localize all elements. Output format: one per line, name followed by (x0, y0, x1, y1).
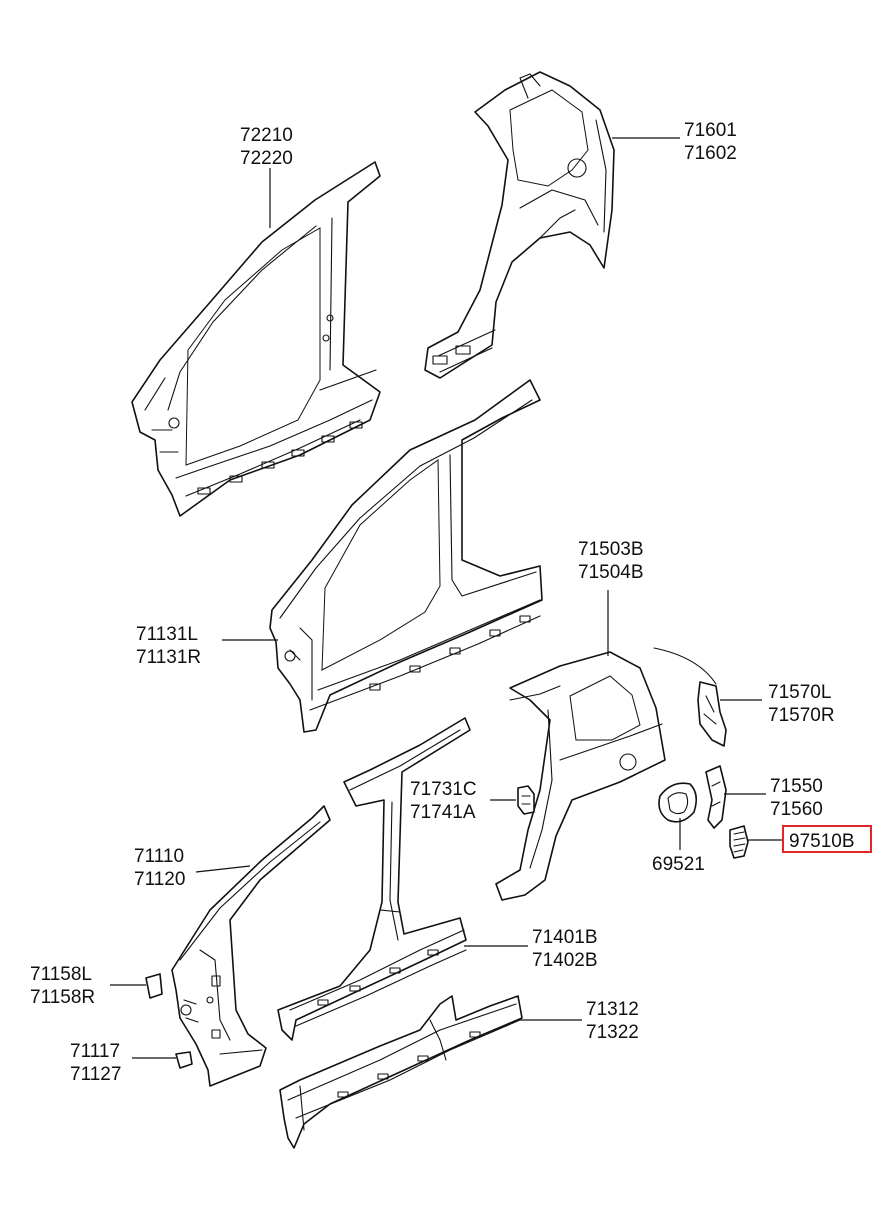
part-sill[interactable] (279, 995, 523, 1149)
label-71131R[interactable]: 71131R (136, 647, 201, 668)
part-pillar-bracket[interactable] (145, 973, 163, 999)
label-71601[interactable]: 71601 (684, 120, 737, 141)
label-71117[interactable]: 71117 (70, 1041, 120, 1062)
label-71401B[interactable]: 71401B (532, 927, 598, 948)
label-71110[interactable]: 71110 (134, 846, 184, 867)
label-71120[interactable]: 71120 (134, 869, 185, 890)
label-71158L[interactable]: 71158L (30, 964, 92, 985)
part-roof-rail-inner[interactable] (131, 161, 381, 517)
part-center-pillar[interactable] (277, 717, 471, 1041)
part-grille-vent[interactable] (729, 825, 749, 859)
part-filler-housing[interactable] (517, 785, 535, 815)
label-71131L[interactable]: 71131L (136, 624, 198, 645)
label-71570L[interactable]: 71570L (768, 682, 831, 703)
label-69521[interactable]: 69521 (652, 854, 705, 875)
label-71560[interactable]: 71560 (770, 799, 823, 820)
part-side-outer-upper[interactable] (269, 379, 543, 733)
label-71550[interactable]: 71550 (770, 776, 823, 797)
highlight-97510B (782, 825, 872, 853)
label-71570R[interactable]: 71570R (768, 705, 835, 726)
leader-71110 (195, 865, 251, 873)
label-71602[interactable]: 71602 (684, 143, 737, 164)
part-fuel-lid-housing[interactable] (705, 765, 727, 829)
label-71312[interactable]: 71312 (586, 999, 639, 1020)
label-71127[interactable]: 71127 (70, 1064, 121, 1085)
part-hinge-reinf[interactable] (175, 1051, 193, 1069)
label-71504B[interactable]: 71504B (578, 562, 644, 583)
label-71731C[interactable]: 71731C (410, 779, 477, 800)
part-front-pillar[interactable] (171, 805, 331, 1087)
part-fuel-door[interactable] (658, 782, 698, 823)
label-97510B[interactable]: 97510B (789, 831, 855, 852)
label-71741A[interactable]: 71741A (410, 802, 476, 823)
part-quarter-inner[interactable] (424, 71, 615, 379)
label-71158R[interactable]: 71158R (30, 987, 95, 1008)
part-wheel-arch-ext[interactable] (653, 647, 727, 747)
label-71503B[interactable]: 71503B (578, 539, 644, 560)
label-72220[interactable]: 72220 (240, 148, 293, 169)
label-72210[interactable]: 72210 (240, 125, 293, 146)
label-71402B[interactable]: 71402B (532, 950, 598, 971)
label-71322[interactable]: 71322 (586, 1022, 639, 1043)
part-quarter-outer[interactable] (495, 651, 666, 901)
